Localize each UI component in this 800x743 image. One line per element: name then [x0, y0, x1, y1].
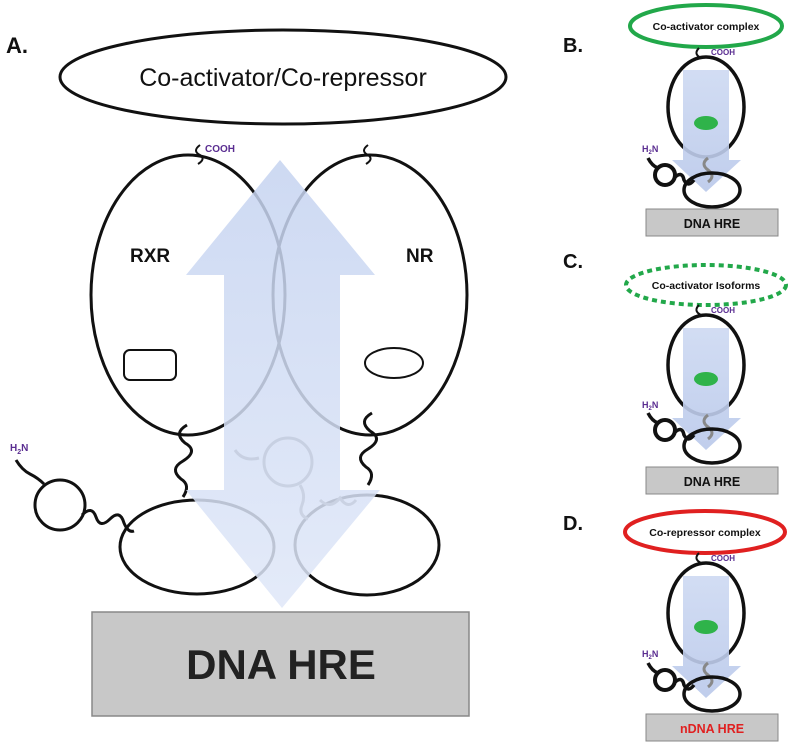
- coactivator-complex-ellipse: [628, 3, 784, 49]
- panel-b-ligand: [694, 116, 718, 130]
- nr-label: NR: [406, 246, 434, 267]
- panel-b-hinge: [702, 156, 714, 184]
- rxr-label: RXR: [130, 246, 170, 267]
- panel-a-label: A.: [6, 33, 28, 58]
- nr-hinge: [359, 411, 378, 486]
- big-double-arrow: [186, 160, 380, 608]
- panel-b-ntd-linker: [646, 157, 696, 186]
- panel-d-dna-label: nDNA HRE: [680, 722, 744, 736]
- corepressor-complex-ellipse: [623, 509, 787, 555]
- coactivator-isoforms-ellipse: [624, 263, 788, 307]
- rxr-hinge: [174, 423, 193, 498]
- rxr-ligand-pocket: [123, 349, 177, 381]
- dna-hre-label: DNA HRE: [186, 641, 376, 688]
- panel-c-dbd-ellipse: [682, 427, 742, 465]
- panel-b-dbd-ellipse: [682, 171, 742, 209]
- rxr-ntd-tail: [14, 459, 46, 486]
- coactivator-complex-label: Co-activator complex: [653, 21, 760, 33]
- panel-d-label: D.: [563, 513, 583, 535]
- rxr-ntd-linker: [80, 509, 135, 533]
- panel-d-cooh-label: COOH: [711, 554, 735, 563]
- panel-d-h2n-label: H2N: [642, 649, 658, 661]
- h2n-label: H2N: [10, 443, 28, 456]
- panel-b-cooh-label: COOH: [711, 48, 735, 57]
- panel-b: B. Co-activator complex COOH H2N DNA HRE: [563, 3, 784, 237]
- panel-c-hinge: [702, 413, 714, 441]
- panel-a: A. Co-activator/Co-repressor COOH RXR NR…: [6, 28, 508, 717]
- panel-d: D. Co-repressor complex COOH H2N nDNA HR…: [563, 509, 787, 742]
- panel-c-dna-box: [645, 466, 779, 495]
- panel-c: C. Co-activator Isoforms COOH H2N DNA HR…: [563, 251, 788, 495]
- panel-d-hinge: [702, 661, 714, 689]
- coregulator-ellipse: [58, 28, 508, 126]
- panel-d-dna-box: [645, 713, 779, 742]
- panel-c-ntd-linker: [646, 412, 696, 441]
- panel-b-dna-label: DNA HRE: [684, 217, 740, 231]
- panel-c-arrow: [672, 328, 741, 450]
- coregulator-label: Co-activator/Co-repressor: [139, 64, 427, 92]
- panel-c-cooh-label: COOH: [711, 306, 735, 315]
- panel-b-dna-box: [645, 208, 779, 237]
- dna-hre-box: [91, 611, 470, 717]
- panel-b-h2n-label: H2N: [642, 144, 658, 156]
- panel-d-arrow: [672, 576, 741, 698]
- panel-c-ligand: [694, 372, 718, 386]
- corepressor-complex-label: Co-repressor complex: [649, 527, 761, 539]
- panel-d-ligand: [694, 620, 718, 634]
- cooh-label: COOH: [205, 144, 235, 155]
- panel-c-dna-label: DNA HRE: [684, 475, 740, 489]
- panel-b-label: B.: [563, 35, 583, 57]
- coactivator-isoforms-label: Co-activator Isoforms: [652, 280, 761, 292]
- panel-c-h2n-label: H2N: [642, 400, 658, 412]
- nr-ligand-pocket: [364, 347, 424, 379]
- panel-b-arrow: [672, 70, 741, 192]
- panel-d-ntd-linker: [646, 662, 696, 691]
- panel-d-dbd-ellipse: [682, 675, 742, 713]
- panel-c-label: C.: [563, 251, 583, 273]
- rxr-ntd-circle: [33, 478, 87, 532]
